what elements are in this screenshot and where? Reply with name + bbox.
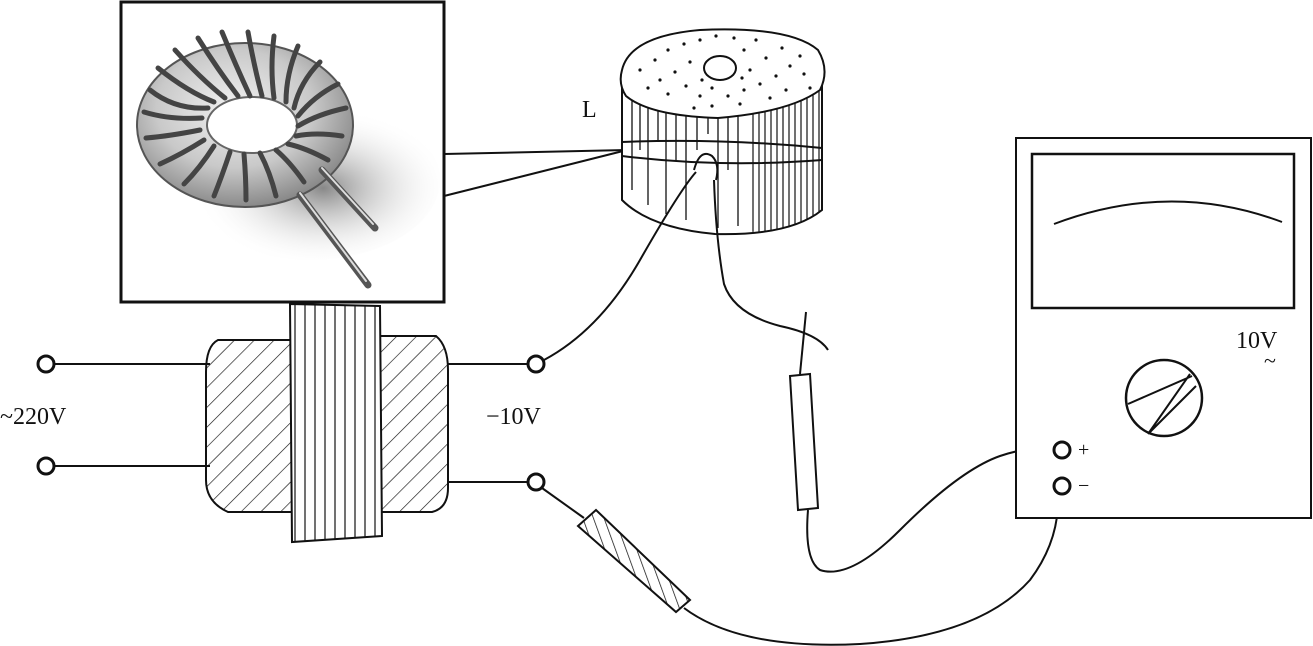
meter-terminal-plus[interactable] [1052, 440, 1072, 460]
secondary-terminal-top[interactable] [526, 354, 546, 374]
wire-probe-to-minus [683, 493, 1060, 646]
voltmeter [1015, 137, 1312, 519]
inductor-label: L [582, 97, 597, 123]
core-texture [631, 90, 739, 228]
meter-display [1030, 152, 1296, 310]
range-selector-knob[interactable] [1124, 358, 1204, 438]
primary-terminal-top[interactable] [36, 354, 56, 374]
test-probe-plain[interactable] [788, 311, 820, 512]
meter-scale-arc [1053, 200, 1283, 225]
wire-probe-to-plus [806, 446, 1055, 573]
wire-inductor-lead [713, 179, 829, 351]
meter-ac-symbol: ~ [1264, 348, 1276, 373]
callout-lines [443, 149, 628, 197]
primary-voltage-label: ~220V [0, 404, 67, 430]
meter-range-label: 10V [1236, 328, 1278, 354]
core-dots [638, 34, 812, 110]
knob-pointer [1127, 373, 1197, 435]
minus-label: − [1078, 475, 1089, 497]
core-hole [703, 55, 737, 81]
primary-terminal-bottom[interactable] [36, 456, 56, 476]
secondary-terminal-bottom[interactable] [526, 472, 546, 492]
toroid-photo [119, 0, 446, 304]
secondary-voltage-label: −10V [486, 404, 542, 430]
inductor-sketch [619, 28, 826, 236]
toroid-windings [141, 29, 349, 203]
wire-secondary-to-inductor [543, 171, 697, 361]
meter-terminal-minus[interactable] [1052, 476, 1072, 496]
plus-label: + [1078, 439, 1089, 461]
secondary-leads [448, 354, 546, 492]
primary-leads [36, 354, 210, 476]
test-probe-hatched[interactable] [541, 487, 692, 614]
transformer [205, 302, 449, 544]
